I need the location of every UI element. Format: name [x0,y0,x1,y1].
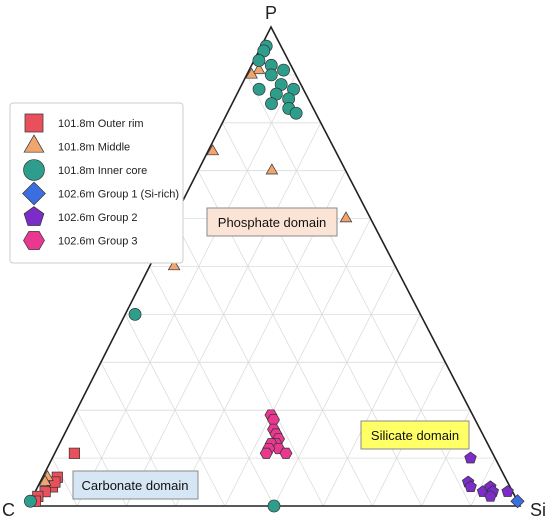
data-point-series-1-point-6 [167,259,181,271]
carbonate-domain-box [72,470,199,500]
ternary-grid [51,74,496,507]
domain-annotations: Phosphate domain Silicate domain Carbona… [72,207,470,500]
data-point-series-4-point-7 [501,485,514,497]
data-point-series-1-point-3 [206,144,220,156]
phosphate-domain-box [206,207,338,237]
data-point-series-2-point-14 [128,308,142,321]
legend-marker-4 [23,206,45,226]
phosphate-domain-annotation: Phosphate domain [206,207,338,237]
grid-line [124,314,226,507]
data-point-series-2-point-5 [264,68,278,82]
grid-line [76,74,297,507]
data-point-series-2-point-8 [252,82,266,96]
silicate-domain-label: Silicate domain [371,428,459,443]
legend-marker-2 [23,159,45,181]
grid-line [273,266,396,507]
data-point-series-5-point-10 [259,447,273,459]
data-point-series-1-point-8 [38,474,52,486]
data-point-series-2-point-2 [252,54,266,67]
data-point-series-2-point-4 [277,63,290,77]
data-point-series-2-point-15 [267,499,281,513]
vertex-label-si: Si [530,500,546,520]
legend-marker-5 [23,231,45,250]
data-point-series-4-point-2 [464,480,477,493]
data-point-series-0-point-4 [49,476,61,488]
data-point-series-1-point-0 [252,62,266,74]
data-point-series-4-point-0 [464,451,477,464]
legend-marker-0 [24,113,44,133]
grid-line [470,457,496,507]
legend-label-1: 101.8m Middle [58,142,130,154]
data-point-series-0-point-0 [68,447,80,459]
legend-label-2: 101.8m Inner core [58,165,147,177]
data-point-series-1-point-5 [339,211,353,223]
carbonate-domain-annotation: Carbonate domain [72,470,199,500]
legend-label-5: 102.6m Group 3 [58,236,138,248]
legend-marker-1 [23,134,45,153]
data-point-series-1-point-4 [265,163,279,175]
silicate-domain-annotation: Silicate domain [360,420,470,450]
data-point-series-2-point-13 [289,106,303,120]
carbonate-domain-label: Carbonate domain [82,478,189,493]
phosphate-domain-label: Phosphate domain [218,215,326,230]
vertex-label-p: P [265,3,277,23]
data-point-series-2-point-11 [265,97,278,111]
grid-line [149,266,275,507]
vertex-label-c: C [2,500,15,520]
legend-marker-3 [22,181,46,206]
legend-box [9,102,184,264]
grid-line [322,314,421,507]
legend-label-4: 102.6m Group 2 [58,212,138,224]
data-points [24,39,525,513]
silicate-domain-box [360,420,470,450]
data-point-series-1-point-2 [245,67,258,79]
data-point-series-4-point-6 [484,489,497,502]
data-point-series-5-point-8 [279,447,293,459]
data-point-series-3-point-0 [510,494,525,509]
legend: 101.8m Outer rim 101.8m Middle 101.8m Inne… [9,102,184,264]
data-point-series-5-point-1 [266,414,280,426]
legend-label-3: 102.6m Group 1 (Si-rich) [58,189,179,201]
data-point-series-2-point-16 [24,494,37,508]
legend-label-0: 101.8m Outer rim [58,118,144,130]
